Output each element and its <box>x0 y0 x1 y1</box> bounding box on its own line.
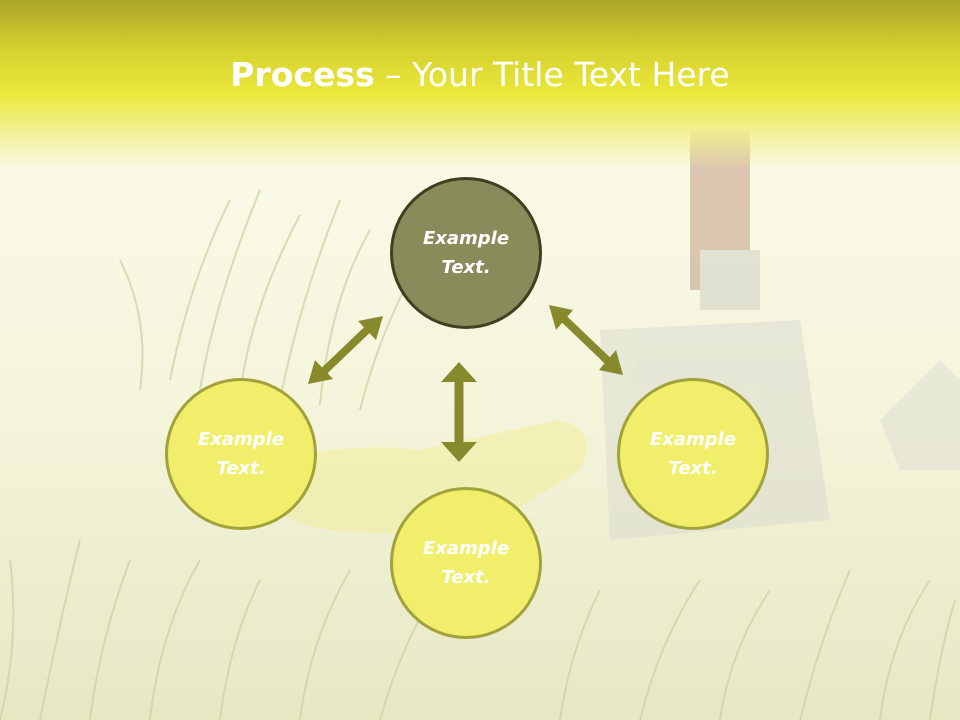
arrow-center-left <box>308 316 383 384</box>
grass-illustration <box>0 189 956 720</box>
arrow-center-bottom <box>441 362 477 462</box>
node-right-text: Example Text. <box>649 429 737 479</box>
arrow-center-right <box>549 305 623 375</box>
title-band <box>0 0 960 170</box>
process-node-center: Example Text. <box>390 177 542 329</box>
node-bottom-text: Example Text. <box>422 538 510 588</box>
title-rest: Your Title Text Here <box>412 55 730 94</box>
node-left-text: Example Text. <box>197 429 285 479</box>
title-bold: Process <box>230 55 375 94</box>
process-node-bottom: Example Text. <box>390 487 542 639</box>
process-node-left: Example Text. <box>165 378 317 530</box>
title-separator: – <box>374 55 413 94</box>
node-center-text: Example Text. <box>422 228 510 278</box>
process-node-right: Example Text. <box>617 378 769 530</box>
slide-title: Process – Your Title Text Here <box>0 52 960 98</box>
